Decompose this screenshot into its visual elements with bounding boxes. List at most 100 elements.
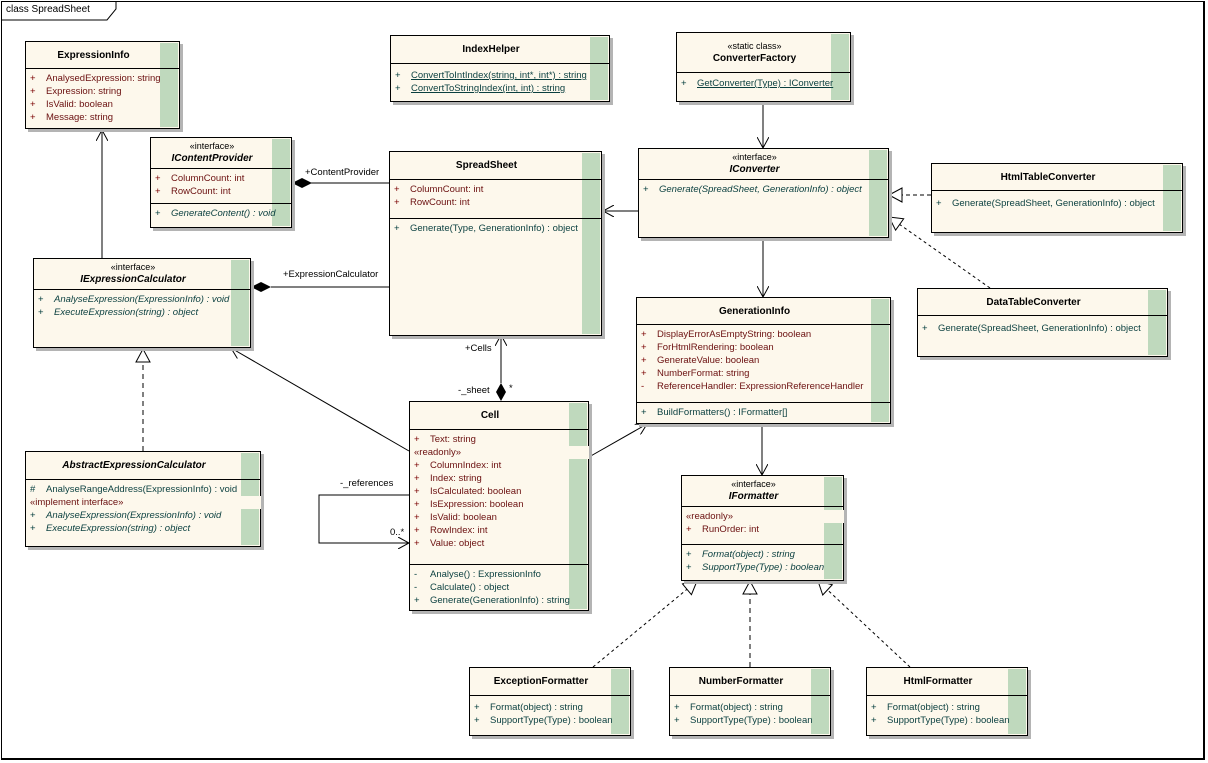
multiplicity-references: 0..*: [390, 527, 405, 538]
visibility: +: [414, 460, 420, 471]
class-name: IContentProvider: [171, 153, 253, 164]
operation-text: BuildFormatters() : IFormatter[]: [657, 407, 788, 418]
attribute-text: ColumnCount: int: [410, 184, 484, 195]
attribute-text: Value: object: [430, 538, 485, 549]
visibility: +: [936, 198, 942, 209]
attribute-text: NumberFormat: string: [657, 368, 750, 379]
operation: +SupportType(Type) : boolean: [867, 714, 1027, 727]
class-iconverter[interactable]: «interface» IConverter +Generate(SpreadS…: [638, 148, 889, 238]
class-name: AbstractExpressionCalculator: [62, 460, 206, 471]
operation: + Generate(GenerationInfo) : string: [410, 594, 588, 607]
class-iexpression-calculator[interactable]: «interface» IExpressionCalculator +Analy…: [33, 258, 251, 348]
operation-text: AnalyseExpression(ExpressionInfo) : void: [46, 510, 222, 521]
class-converter-factory[interactable]: «static class» ConverterFactory +GetConv…: [676, 32, 851, 102]
attribute: +RowCount: int: [390, 196, 601, 209]
attribute: +IsCalculated: boolean: [410, 485, 588, 498]
class-stripe: [582, 153, 600, 334]
operations-section: +GetConverter(Type) : IConverter: [677, 73, 850, 93]
stereotype: «interface»: [732, 152, 777, 162]
operation-text: Format(object) : string: [490, 702, 583, 713]
operation-text: SupportType(Type) : boolean: [887, 715, 1010, 726]
attribute: +Value: object: [410, 537, 588, 550]
class-spreadsheet[interactable]: SpreadSheet +ColumnCount: int +RowCount:…: [389, 151, 602, 336]
visibility: +: [686, 549, 692, 560]
class-stripe: [1148, 290, 1166, 355]
operation-text: Generate(SpreadSheet, GenerationInfo) : …: [938, 323, 1141, 334]
class-name: IConverter: [729, 164, 780, 175]
class-header: «interface» IConverter: [639, 149, 888, 180]
attribute: + IsValid: boolean: [26, 98, 179, 111]
visibility: +: [641, 342, 647, 353]
class-html-formatter[interactable]: HtmlFormatter +Format(object) : string +…: [866, 667, 1028, 736]
visibility: +: [414, 499, 420, 510]
class-cell[interactable]: Cell +Text: string «readonly» +ColumnInd…: [409, 401, 589, 611]
operation: +BuildFormatters() : IFormatter[]: [637, 406, 890, 419]
operation: +SupportType(Type) : boolean: [470, 714, 630, 727]
class-header: «interface» IFormatter: [682, 476, 843, 507]
class-header: AbstractExpressionCalculator: [26, 452, 260, 480]
class-name: DataTableConverter: [986, 296, 1081, 308]
visibility: #: [30, 484, 36, 495]
operation: +Generate(SpreadSheet, GenerationInfo) :…: [918, 322, 1167, 335]
attributes-section: +ColumnCount: int +RowCount: int: [390, 180, 601, 218]
attribute-text: DisplayErrorAsEmptyString: boolean: [657, 329, 812, 340]
class-stripe: [160, 43, 178, 127]
operation: +ExecuteExpression(string) : object: [26, 522, 260, 535]
class-name: HtmlFormatter: [903, 676, 973, 687]
class-html-table-converter[interactable]: HtmlTableConverter +Generate(SpreadSheet…: [931, 163, 1183, 233]
visibility: +: [395, 70, 401, 81]
class-stripe: [1008, 669, 1026, 734]
attribute-text: GenerateValue: boolean: [657, 355, 760, 366]
visibility: +: [155, 173, 161, 184]
class-index-helper[interactable]: IndexHelper +ConvertToIntIndex(string, i…: [390, 35, 610, 102]
class-header: «static class» ConverterFactory: [677, 33, 850, 73]
diamond-exprcalc: [251, 282, 271, 292]
attribute: +Expression: string: [26, 85, 179, 98]
attribute: +ColumnIndex: int: [410, 459, 588, 472]
class-exception-formatter[interactable]: ExceptionFormatter + Format(object) : str…: [469, 667, 631, 736]
visibility: +: [674, 702, 680, 713]
class-expression-info[interactable]: ExpressionInfo +AnalysedExpression: stri…: [25, 41, 180, 129]
attribute: +AnalysedExpression: string: [26, 72, 179, 85]
operations-section: + Format(object) : string +SupportType(Ty…: [470, 696, 630, 730]
visibility: -: [414, 582, 418, 593]
attribute-text: ColumnCount: int: [171, 173, 245, 184]
role-references: -_references: [340, 478, 394, 489]
class-header: NumberFormatter: [670, 668, 830, 696]
class-abstract-expression-calculator[interactable]: AbstractExpressionCalculator #AnalyseRan…: [25, 451, 261, 547]
attribute: +Text: string: [410, 433, 588, 446]
operations-section: +Generate(SpreadSheet, GenerationInfo) :…: [932, 191, 1182, 213]
operation: + ConvertToIntIndex(string, int*, int*) :…: [391, 69, 609, 82]
attribute: +Index: string: [410, 472, 588, 485]
class-number-formatter[interactable]: NumberFormatter +Format(object) : string…: [669, 667, 831, 736]
visibility: +: [686, 524, 692, 535]
class-name: SpreadSheet: [455, 160, 518, 171]
class-generation-info[interactable]: GenerationInfo +DisplayErrorAsEmptyStrin…: [636, 297, 891, 424]
operation-text: Generate(GenerationInfo) : string: [430, 595, 570, 606]
class-name: ExceptionFormatter: [493, 676, 589, 687]
class-data-table-converter[interactable]: DataTableConverter +Generate(SpreadSheet…: [917, 288, 1168, 357]
class-icontent-provider[interactable]: «interface» IContentProvider + ColumnCoun…: [150, 137, 292, 228]
visibility: +: [414, 525, 420, 536]
class-iformatter[interactable]: «interface» IFormatter «readonly» +RunOr…: [681, 475, 844, 581]
attribute: -ReferenceHandler: ExpressionReferenceHa…: [637, 380, 890, 393]
attribute: +ForHtmlRendering: boolean: [637, 341, 890, 354]
visibility: +: [30, 523, 36, 534]
class-header: «interface» IContentProvider: [151, 138, 291, 169]
visibility: +: [30, 73, 36, 84]
attribute: +GenerateValue: boolean: [637, 354, 890, 367]
attribute-text: IsValid: boolean: [46, 99, 113, 110]
visibility: +: [414, 486, 420, 497]
operation-text: ConvertToIntIndex(string, int*, int*) : …: [411, 70, 587, 81]
operations-section: +AnalyseExpression(ExpressionInfo) : voi…: [34, 290, 250, 322]
class-name: ExpressionInfo: [57, 49, 130, 61]
operations-section: -Analyse() : ExpressionInfo -Calculate()…: [410, 564, 588, 610]
visibility: +: [474, 702, 480, 713]
operation: +Format(object) : string: [867, 701, 1027, 714]
attributes-section: +Text: string «readonly» +ColumnIndex: i…: [410, 430, 589, 564]
operation-text: ConvertToStringIndex(int, int) : string: [411, 83, 566, 94]
operation: +Generate(SpreadSheet, GenerationInfo) :…: [932, 197, 1182, 210]
visibility: +: [30, 99, 36, 110]
visibility: +: [414, 595, 420, 606]
